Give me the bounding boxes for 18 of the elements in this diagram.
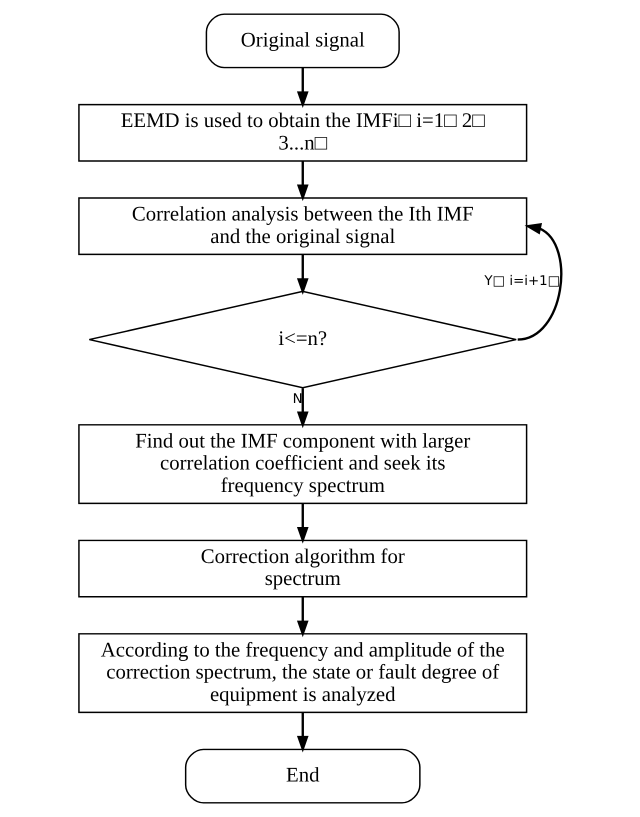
arrow [296, 597, 308, 638]
node-diamond: i<=n? [88, 290, 516, 388]
node-box: Find out the IMF component with larger correlation coefficient and seek its frequency spectrum [78, 424, 527, 504]
node-box: EEMD is used to obtain the IMFi□ i=1□ 2□ 3...n□ [78, 104, 527, 162]
arrow [296, 712, 308, 752]
edge-label: Y□ i=i+1□ [484, 274, 560, 289]
arrow [296, 161, 308, 202]
arrow [296, 254, 308, 295]
node-box: Correction algorithm for spectrum [78, 540, 527, 598]
node-box: According to the frequency and amplitude of the correction spectrum, the state or fault degree of equipment is analyzed [78, 633, 527, 714]
edge-label: N [292, 392, 302, 408]
arrow [296, 68, 308, 108]
node-box: End [184, 748, 420, 804]
arrow [517, 223, 562, 341]
node-box: Original signal [205, 13, 400, 68]
arrow [296, 388, 308, 428]
node-box: Correlation analysis between the Ith IMF and the original signal [78, 197, 527, 256]
arrow [296, 503, 308, 544]
